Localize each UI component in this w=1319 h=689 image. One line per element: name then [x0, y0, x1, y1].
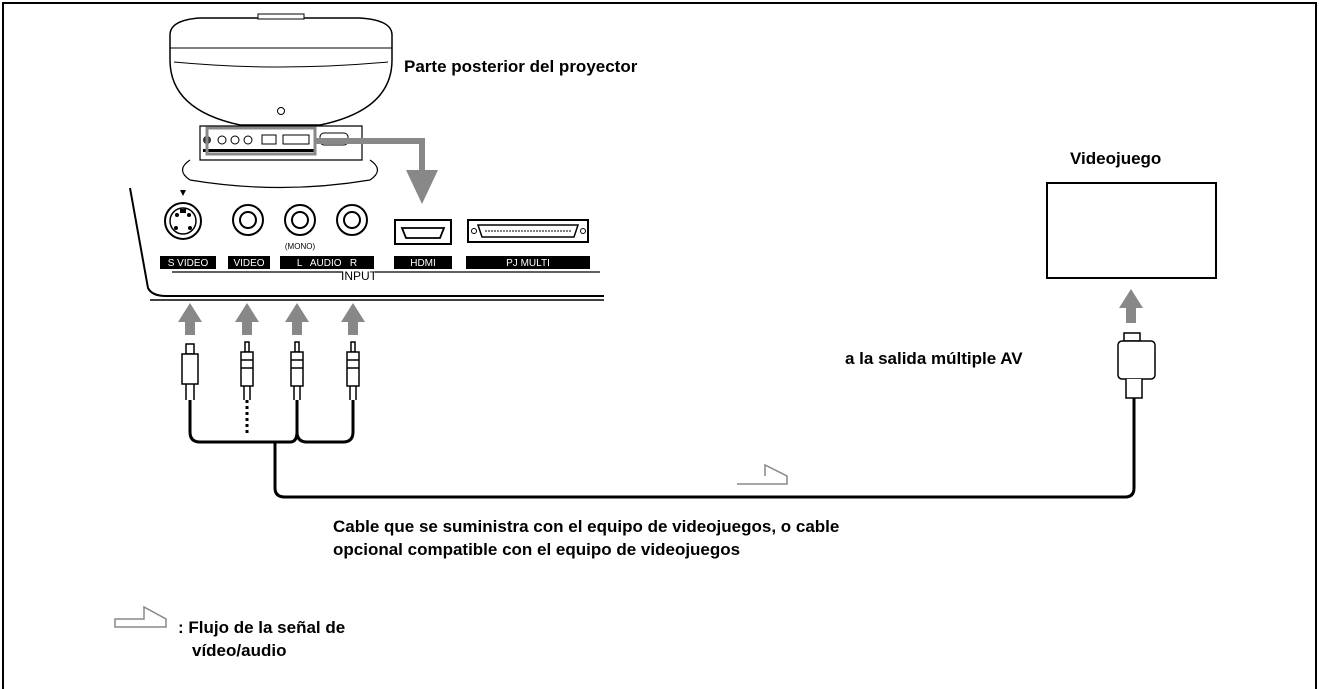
label-audio: L AUDIO R: [297, 258, 357, 269]
cable-description-line1: Cable que se suministra con el equipo de…: [333, 517, 840, 536]
projector-illustration: [169, 13, 393, 189]
label-mono: (MONO): [285, 242, 316, 251]
label-video: VIDEO: [233, 258, 264, 269]
label-input: INPUT: [341, 269, 378, 283]
cables: [188, 398, 1136, 499]
legend-arrow-icon: [114, 605, 167, 628]
pointer-arrow: [315, 138, 425, 172]
label-hdmi: HDMI: [410, 258, 436, 269]
pointer-arrow-head: [406, 170, 438, 204]
cable-description-line2: opcional compatible con el equipo de vid…: [333, 540, 741, 559]
connector-panel: S VIDEO VIDEO L AUDIO R (MONO) HDMI PJ M…: [129, 187, 604, 301]
label-pj-multi: PJ MULTI: [506, 258, 550, 269]
projector-rear-label: Parte posterior del proyector: [404, 57, 638, 76]
flow-arrow-icon: [737, 463, 788, 485]
av-plugs: [181, 332, 1156, 400]
cable-description: Cable que se suministra con el equipo de…: [333, 515, 839, 561]
signal-arrows: [178, 289, 1143, 335]
game-console-label: Videojuego: [1070, 149, 1162, 168]
label-s-video: S VIDEO: [168, 258, 209, 269]
legend-line1: : Flujo de la señal de: [178, 618, 346, 637]
legend-text: : Flujo de la señal de vídeo/audio: [178, 616, 438, 662]
av-multi-out-label: a la salida múltiple AV: [845, 349, 1023, 368]
legend-line2: vídeo/audio: [192, 641, 287, 660]
game-console-box: [1046, 182, 1217, 279]
